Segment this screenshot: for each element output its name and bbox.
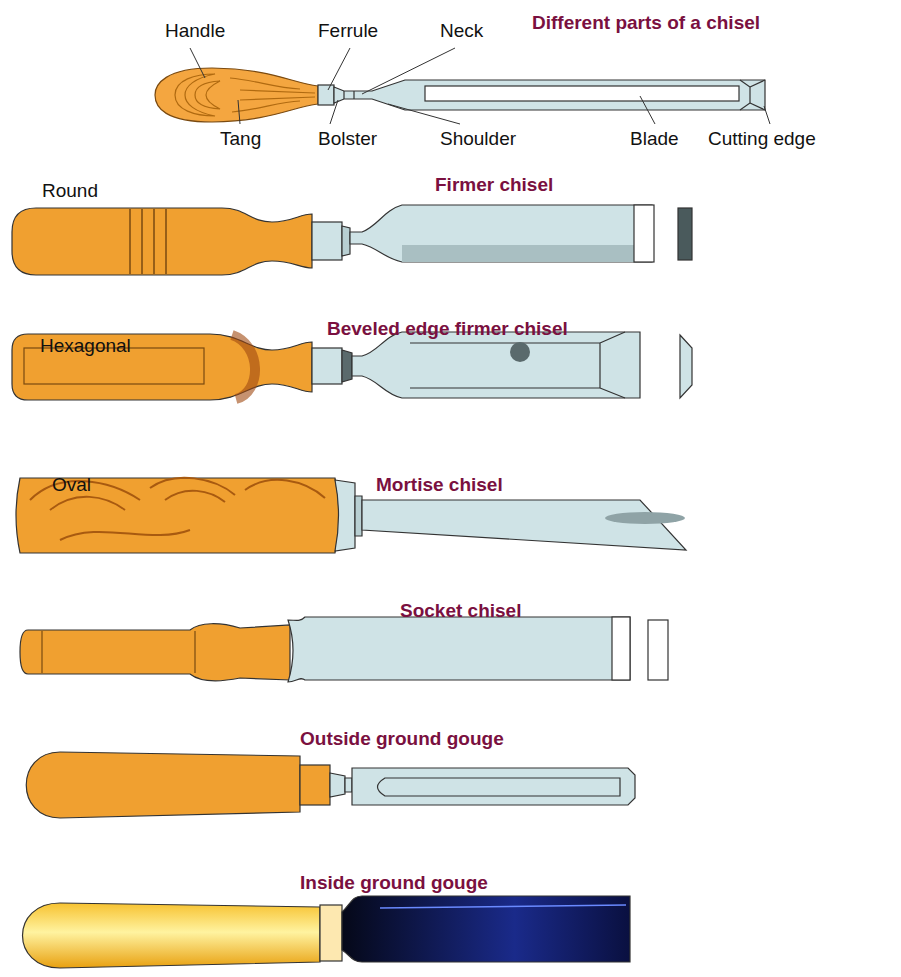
part-label: Blade: [630, 128, 679, 150]
part-label: Tang: [220, 128, 261, 150]
handle-shape-label: Hexagonal: [40, 335, 131, 357]
handle-shape-label: Oval: [52, 474, 91, 496]
chisel-name: Socket chisel: [400, 600, 521, 622]
part-label: Cutting edge: [708, 128, 816, 150]
part-label: Handle: [165, 20, 225, 42]
labelled-chisel: [155, 68, 765, 122]
handle-shape-label: Round: [42, 180, 98, 202]
chisel-name: Firmer chisel: [435, 174, 553, 196]
part-label: Ferrule: [318, 20, 378, 42]
beveled-edge-firmer-chisel: [12, 332, 692, 400]
chisel-name: Inside ground gouge: [300, 872, 488, 894]
part-label: Neck: [440, 20, 483, 42]
socket-chisel: [20, 617, 668, 682]
outside-ground-gouge: [26, 752, 635, 818]
part-label: Bolster: [318, 128, 377, 150]
leader-lines: [190, 48, 770, 124]
chisel-name: Outside ground gouge: [300, 728, 504, 750]
part-label: Shoulder: [440, 128, 516, 150]
inside-ground-gouge: [23, 896, 631, 968]
chisel-name: Mortise chisel: [376, 474, 503, 496]
mortise-chisel: [16, 478, 686, 553]
diagram-title: Different parts of a chisel: [532, 12, 760, 34]
chisel-name: Beveled edge firmer chisel: [327, 318, 568, 340]
firmer-chisel: [12, 205, 692, 275]
